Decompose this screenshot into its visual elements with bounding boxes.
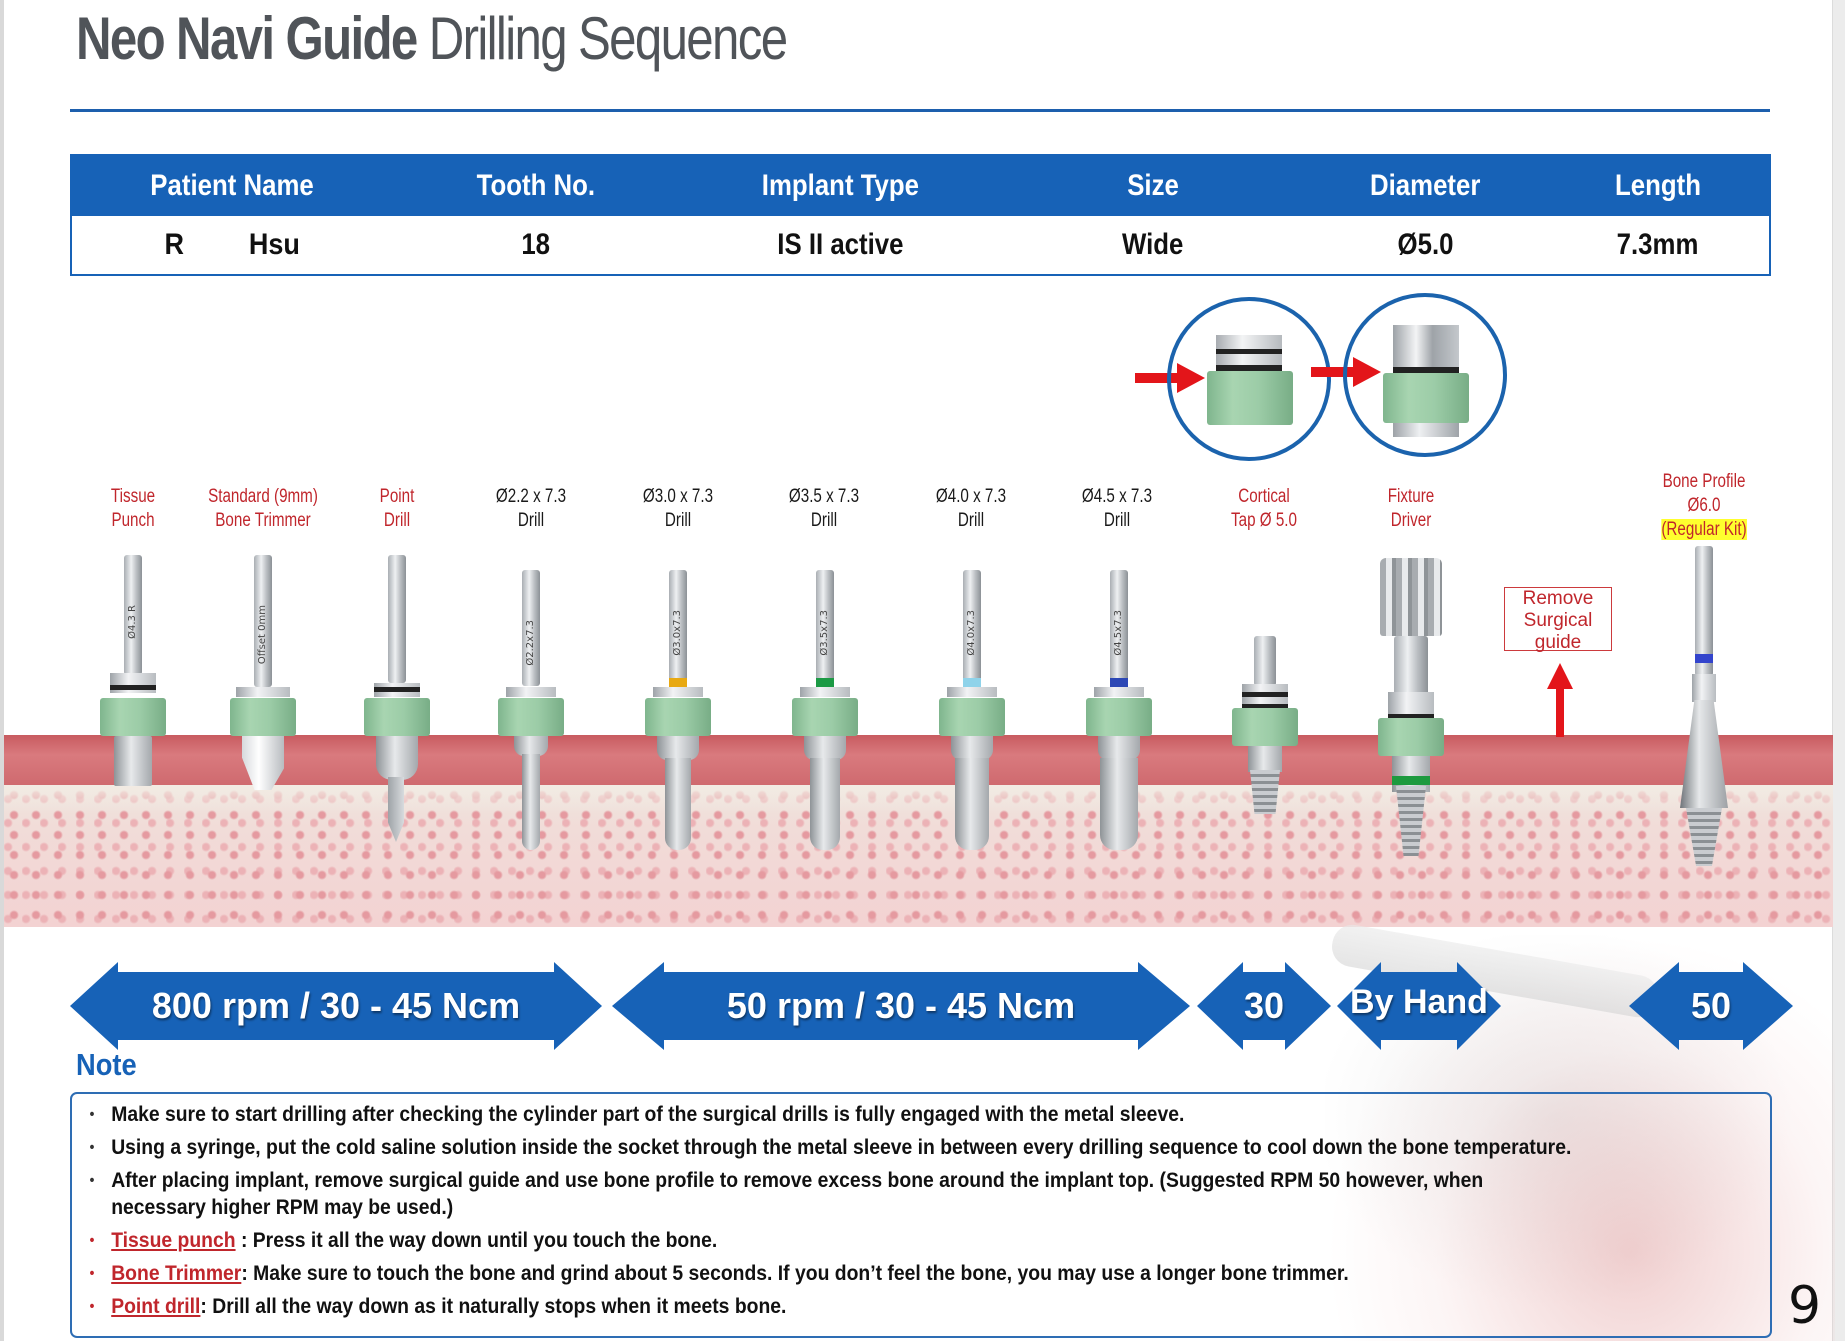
drill-4-0-icon: Ø4.0x7.3 (939, 570, 1005, 855)
regular-kit-highlight: (Regular Kit) (1661, 519, 1747, 540)
note-box (70, 1092, 1772, 1338)
color-band (816, 678, 834, 687)
gum-bone-illustration (4, 735, 1833, 927)
driver-collar-detail (1393, 325, 1459, 369)
color-band (669, 678, 687, 687)
driver-detail-circle (1343, 293, 1507, 457)
term-tissue-punch: Tissue punch (111, 1228, 236, 1252)
table-row: R Hsu 18 IS II active Wide Ø5.0 7.3mm (71, 216, 1770, 275)
color-band (963, 678, 981, 687)
label-bone-trimmer: Standard (9mm)Bone Trimmer (208, 486, 318, 531)
note-item-tissue-punch: Tissue punch : Press it all the way down… (86, 1227, 1607, 1254)
term-point-drill: Point drill (111, 1294, 201, 1318)
double-arrow-icon (612, 962, 1190, 1050)
note-title: Note (76, 1047, 137, 1082)
title-bold: Neo Navi Guide (76, 5, 418, 72)
header-diameter: Diameter (1304, 155, 1547, 216)
note-item: Using a syringe, put the cold saline sol… (86, 1134, 1607, 1161)
header-implant-type: Implant Type (679, 155, 1001, 216)
header-tooth-no: Tooth No. (392, 155, 680, 216)
double-arrow-icon (1337, 962, 1501, 1050)
page-number: 9 (1788, 1276, 1822, 1336)
title-light: Drilling Sequence (428, 5, 788, 72)
note-item-bone-trimmer: Bone Trimmer: Make sure to touch the bon… (86, 1260, 1607, 1287)
patient-last: Hsu (249, 228, 301, 261)
cell-patient-name: R Hsu (71, 216, 393, 275)
cell-diameter: Ø5.0 (1304, 216, 1547, 275)
double-arrow-icon (1197, 962, 1331, 1050)
bone-profile-icon (1676, 546, 1732, 866)
cell-size: Wide (1000, 216, 1305, 275)
double-arrow-icon (70, 962, 602, 1050)
point-drill-icon (364, 555, 430, 845)
cell-tooth-no: 18 (392, 216, 680, 275)
page-edge-left (0, 0, 4, 1341)
speed-arrow-50: 50 (1629, 962, 1793, 1050)
sleeve-detail (1207, 371, 1293, 425)
bone-trimmer-icon: Offset 0mm (230, 555, 296, 795)
header-patient-name: Patient Name (71, 155, 393, 216)
drill-3-0-icon: Ø3.0x7.3 (645, 570, 711, 855)
patient-first: R (164, 228, 185, 261)
speed-arrow-30: 30 (1197, 962, 1331, 1050)
note-item: Make sure to start drilling after checki… (86, 1101, 1607, 1128)
page-title: Neo Navi Guide Drilling Sequence (76, 4, 788, 73)
color-band (1110, 678, 1128, 687)
cortical-tap-icon (1232, 636, 1298, 816)
cell-length: 7.3mm (1546, 216, 1770, 275)
speed-arrow-50rpm: 50 rpm / 30 - 45 Ncm (612, 962, 1190, 1050)
header-size: Size (1000, 155, 1305, 216)
fixture-driver-icon (1378, 558, 1444, 858)
term-bone-trimmer: Bone Trimmer (111, 1261, 242, 1285)
up-arrow-icon (1547, 663, 1573, 742)
header-length: Length (1546, 155, 1770, 216)
sleeve-detail (1383, 373, 1469, 423)
drill-2-2-icon: Ø2.2x7.3 (498, 570, 564, 855)
color-band (1695, 654, 1713, 663)
note-list: Make sure to start drilling after checki… (86, 1101, 1776, 1326)
speed-arrow-by-hand: By Hand (1337, 962, 1501, 1050)
drill-3-5-icon: Ø3.5x7.3 (792, 570, 858, 855)
tissue-punch-icon: Ø4.3 R (100, 555, 166, 787)
patient-info-table: Patient Name Tooth No. Implant Type Size… (70, 154, 1771, 276)
drill-4-5-icon: Ø4.5x7.3 (1086, 570, 1152, 855)
cell-implant-type: IS II active (679, 216, 1001, 275)
speed-arrow-800rpm: 800 rpm / 30 - 45 Ncm (70, 962, 602, 1050)
table-header-row: Patient Name Tooth No. Implant Type Size… (71, 155, 1770, 216)
sleeve-detail-circle (1167, 297, 1331, 461)
double-arrow-icon (1629, 962, 1793, 1050)
note-item-point-drill: Point drill: Drill all the way down as i… (86, 1293, 1607, 1320)
note-item: After placing implant, remove surgical g… (86, 1167, 1551, 1221)
title-divider (70, 109, 1770, 112)
gum-layer (4, 735, 1833, 785)
scrollbar[interactable] (1832, 0, 1845, 1341)
